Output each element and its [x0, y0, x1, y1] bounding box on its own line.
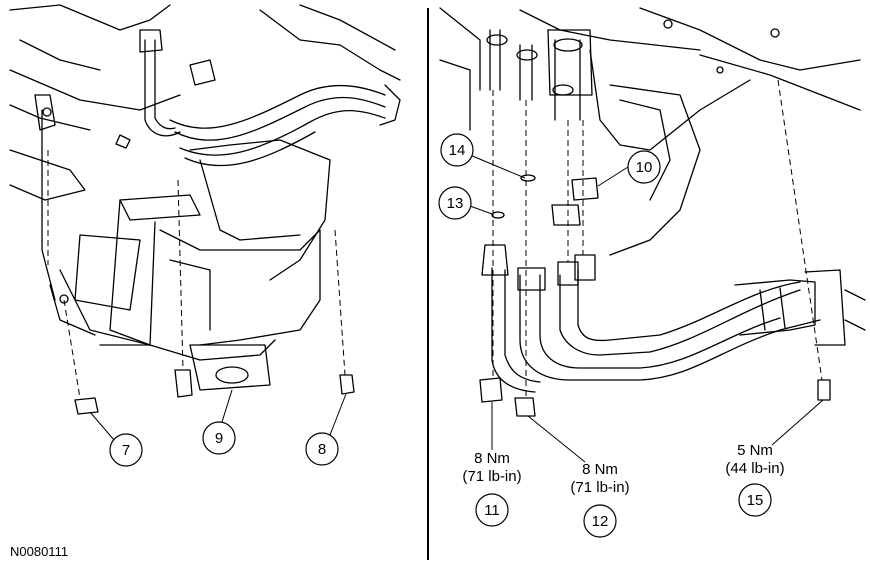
torque-12-lbin: (71 lb-in)	[570, 479, 629, 496]
callout-12: 12	[592, 513, 609, 530]
left-dash-lines	[47, 150, 346, 399]
callout-circle-14	[440, 133, 474, 167]
callout-15: 15	[747, 492, 764, 509]
callout-bubbles	[109, 133, 772, 538]
torque-specs: 8 Nm (71 lb-in) 8 Nm (71 lb-in) 5 Nm (44…	[462, 442, 784, 496]
callout-9: 9	[215, 430, 223, 447]
callout-11: 11	[484, 502, 500, 519]
right-leader-lines	[469, 154, 824, 463]
callout-8: 8	[318, 441, 326, 458]
callout-10: 10	[636, 159, 653, 176]
callout-14: 14	[449, 142, 466, 159]
callout-circle-13	[438, 186, 472, 220]
torque-12-nm: 8 Nm	[582, 461, 618, 478]
torque-15-nm: 5 Nm	[737, 442, 773, 459]
callout-circle-12	[583, 504, 617, 538]
left-panel	[9, 4, 401, 415]
torque-11-nm: 8 Nm	[474, 450, 510, 467]
callout-labels: 7 9 8 14 10 13 11 12 15	[122, 142, 764, 530]
figure-id: N0080111	[10, 544, 68, 559]
right-dash-lines	[492, 79, 823, 398]
callout-circle-11	[475, 493, 509, 527]
callout-circle-15	[738, 483, 772, 517]
callout-circle-7	[109, 433, 143, 467]
callout-13: 13	[447, 195, 464, 212]
callout-circle-10	[627, 150, 661, 184]
torque-15-lbin: (44 lb-in)	[725, 460, 784, 477]
callout-7: 7	[122, 442, 130, 459]
right-panel	[439, 7, 866, 417]
callout-circle-9	[202, 421, 236, 455]
left-leader-lines	[89, 389, 347, 441]
torque-11-lbin: (71 lb-in)	[462, 468, 521, 485]
callout-circle-8	[305, 432, 339, 466]
